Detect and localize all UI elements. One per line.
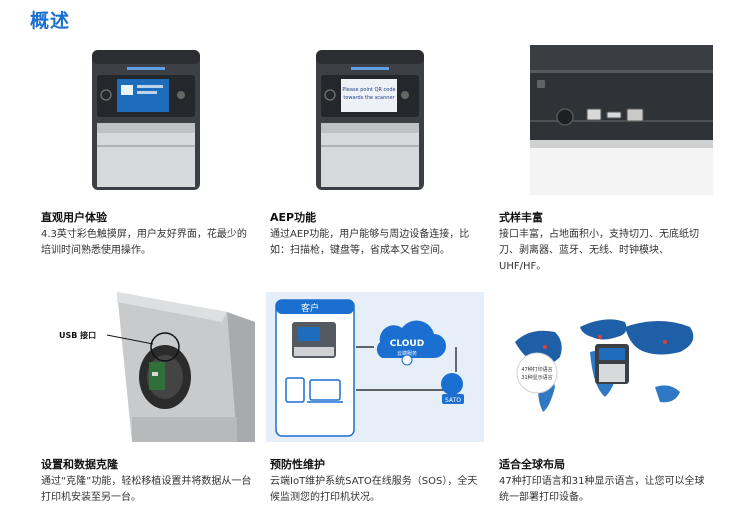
feature-title: 直观用户体验 bbox=[41, 211, 107, 224]
printer-touchscreen-image bbox=[37, 45, 255, 195]
feature-title: 适合全球布局 bbox=[499, 458, 565, 471]
feature-title: 预防性维护 bbox=[270, 458, 325, 471]
feature-title: 设置和数据克隆 bbox=[41, 458, 118, 471]
feature-description: 47种打印语言和31种显示语言，让您可以全球统一部署打印设备。 bbox=[499, 476, 705, 503]
printer-screen-line-2: towards the scanner bbox=[343, 95, 395, 101]
map-callout-line-1: 47种打印语言 bbox=[521, 366, 552, 373]
cloud-maintenance-diagram: 客户 CLOUD 云端服务 SATO bbox=[266, 292, 484, 442]
printer-usb-port-image: USB 接口 bbox=[37, 292, 255, 442]
world-map-image: 47种打印语言 31种显示语言 bbox=[495, 292, 713, 442]
feature-title: 式样丰富 bbox=[499, 211, 543, 224]
cloud-sub-label: 云端服务 bbox=[397, 350, 417, 357]
feature-title: AEP功能 bbox=[270, 211, 317, 224]
sato-label: SATO bbox=[445, 397, 461, 404]
feature-description: 4.3英寸彩色触摸屏，用户友好界面，花最少的培训时间熟悉使用操作。 bbox=[41, 229, 247, 256]
customer-label: 客户 bbox=[301, 302, 319, 314]
printer-screen-line-1: Please point QR code bbox=[342, 87, 395, 93]
map-callout-line-2: 31种显示语言 bbox=[521, 374, 552, 381]
feature-description: 接口丰富，占地面积小，支持切刀、无底纸切刀、剥离器、蓝牙、无线、时钟模块、UHF… bbox=[499, 229, 699, 272]
printer-qr-prompt-image: Please point QR code towards the scanner bbox=[266, 45, 484, 195]
printer-ports-image bbox=[495, 45, 713, 195]
usb-port-label: USB 接口 bbox=[59, 330, 96, 340]
feature-description: 通过AEP功能，用户能够与周边设备连接，比如：扫描枪，键盘等，省成本又省空间。 bbox=[270, 229, 470, 256]
cloud-label: CLOUD bbox=[390, 339, 424, 349]
page-title: 概述 bbox=[30, 10, 71, 32]
feature-description: 通过“克隆”功能，轻松移植设置并将数据从一台打印机安装至另一台。 bbox=[41, 476, 252, 503]
feature-description: 云端IoT维护系统SATO在线服务（SOS），全天候监测您的打印机状况。 bbox=[270, 476, 478, 503]
